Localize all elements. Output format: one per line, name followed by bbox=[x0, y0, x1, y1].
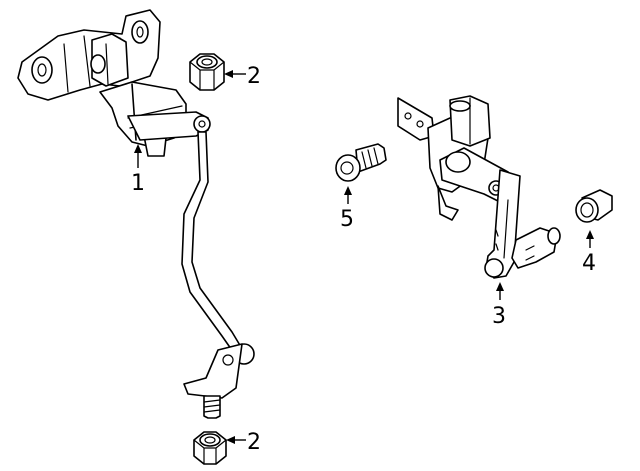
callout-3: 3 bbox=[492, 304, 506, 329]
part-3-level-sensor bbox=[397, 95, 561, 279]
connecting-rod bbox=[181, 131, 245, 357]
callout-4: 4 bbox=[582, 251, 596, 276]
callout-2-bottom: 2 bbox=[247, 430, 261, 455]
callout-2-top: 2 bbox=[247, 64, 261, 89]
part-1-level-sensor-assembly bbox=[17, 9, 255, 419]
bracket-hole-right bbox=[131, 20, 149, 44]
sensor-3-ball-stud bbox=[511, 227, 557, 269]
part-5-bolt bbox=[335, 143, 387, 182]
part-2-nut-bottom bbox=[193, 431, 227, 465]
sensor-3-bracket-tab bbox=[397, 97, 435, 141]
bracket-hole-left bbox=[31, 56, 53, 84]
sensor-3-link-rod bbox=[485, 169, 521, 279]
lower-mounting-bracket bbox=[183, 343, 243, 399]
callout-leaders bbox=[134, 70, 594, 444]
part-4-grommet bbox=[575, 189, 613, 223]
part-2-nut-top bbox=[189, 53, 225, 91]
callout-5: 5 bbox=[340, 207, 354, 232]
callout-1: 1 bbox=[131, 171, 145, 196]
